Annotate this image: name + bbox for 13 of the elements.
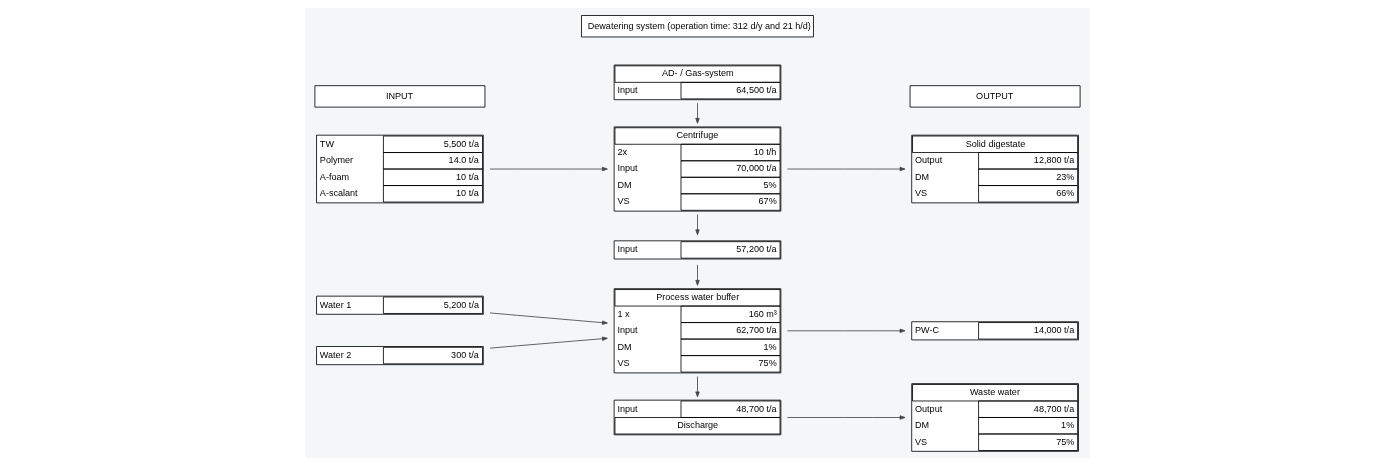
arrow (786, 328, 905, 333)
arrow (694, 102, 700, 124)
arrow (489, 312, 608, 325)
arrow (489, 336, 608, 349)
label: OUTPUT (975, 90, 1013, 101)
arrow (694, 264, 700, 286)
arrow (786, 166, 905, 172)
label: INPUT (385, 90, 413, 101)
arrow (694, 376, 700, 398)
arrow (694, 214, 700, 236)
label: Dewatering system (operation time: 312 d/y and 21 h/d) (587, 20, 811, 31)
arrow (786, 415, 905, 420)
arrow (489, 166, 608, 172)
